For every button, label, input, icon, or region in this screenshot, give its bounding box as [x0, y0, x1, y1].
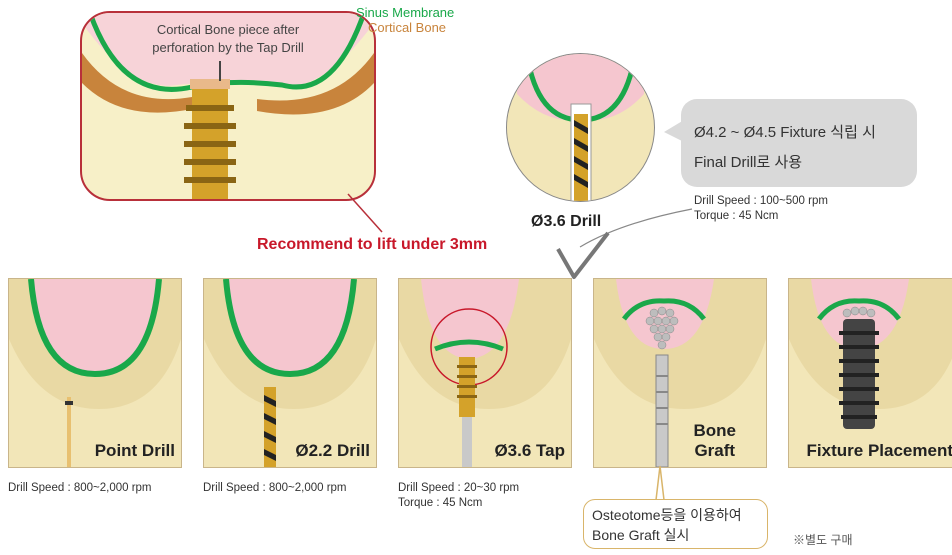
bubble-tail: [664, 120, 686, 144]
fixture-placement-illustration: [789, 279, 952, 467]
step-label-fixture-placement: Fixture Placement: [807, 441, 952, 461]
osteotome-pointer: [650, 462, 670, 502]
final-drill-illustration: [507, 54, 654, 201]
step-speed-point-drill: Drill Speed : 800~2,000 rpm: [8, 481, 152, 496]
step-panel-point-drill: Point Drill: [8, 278, 182, 468]
tap-3-6-illustration: [399, 279, 571, 467]
legend-sinus-membrane: Sinus Membrane: [356, 5, 454, 20]
step-panel-2-2-drill: Ø2.2 Drill: [203, 278, 377, 468]
step-speed-2-2-drill: Drill Speed : 800~2,000 rpm: [203, 481, 347, 496]
recommend-label: Recommend to lift under 3mm: [257, 236, 487, 254]
drill-2-2-illustration: [204, 279, 376, 467]
bubble-line2: Final Drill로 사용: [694, 151, 802, 172]
magnified-caption-line1: Cortical Bone piece after: [82, 21, 374, 39]
step-label-3-6-tap: Ø3.6 Tap: [494, 441, 565, 461]
magnified-caption: Cortical Bone piece after perforation by…: [82, 21, 374, 57]
osteotome-line1: Osteotome등을 이용하여: [592, 505, 742, 525]
legend-cortical-bone: Cortical Bone: [368, 20, 446, 35]
bubble-line1: Ø4.2 ~ Ø4.5 Fixture 식립 시: [694, 121, 876, 142]
point-drill-illustration: [9, 279, 181, 467]
bone-graft-illustration: [594, 279, 766, 467]
separate-purchase-note: ※별도 구매: [793, 531, 853, 548]
leader-line: [340, 190, 400, 240]
final-drill-speed: Drill Speed : 100~500 rpm: [694, 194, 828, 209]
final-drill-circle: [506, 53, 655, 202]
osteotome-line2: Bone Graft 실시: [592, 525, 689, 545]
caption-arrow: [219, 61, 221, 81]
step-label-bone-graft: Bone Graft: [694, 421, 737, 461]
final-drill-torque: Torque : 45 Ncm: [694, 209, 778, 224]
magnified-caption-line2: perforation by the Tap Drill: [82, 39, 374, 57]
step-panel-3-6-tap: Ø3.6 Tap: [398, 278, 572, 468]
step-label-2-2-drill: Ø2.2 Drill: [295, 441, 370, 461]
bone-graft-line2: Graft: [694, 441, 737, 461]
step-panel-fixture-placement: Fixture Placement: [788, 278, 952, 468]
step-label-point-drill: Point Drill: [95, 441, 175, 461]
step-speed-3-6-tap: Drill Speed : 20~30 rpm: [398, 481, 519, 496]
step-torque-3-6-tap: Torque : 45 Ncm: [398, 496, 482, 511]
step-panel-bone-graft: Bone Graft: [593, 278, 767, 468]
magnified-view: Cortical Bone piece after perforation by…: [80, 11, 376, 201]
bone-graft-line1: Bone: [694, 421, 737, 441]
final-drill-bubble: [681, 99, 917, 187]
